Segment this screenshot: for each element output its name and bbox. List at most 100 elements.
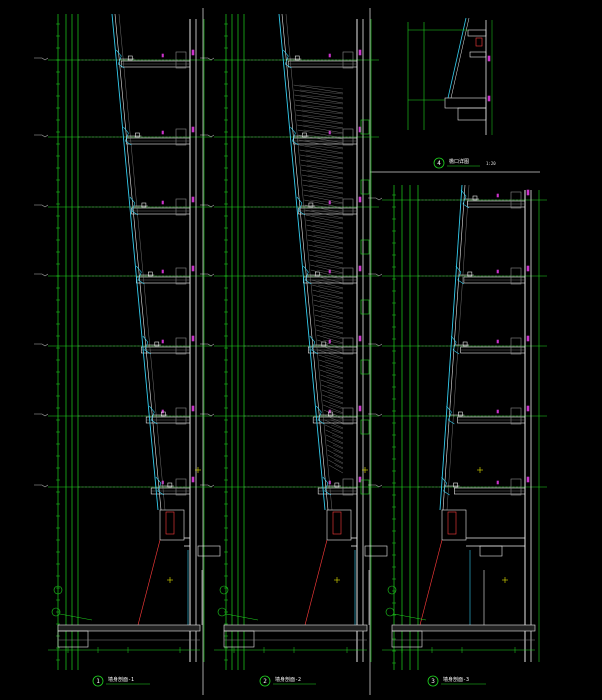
anchor-plate bbox=[458, 411, 463, 417]
hatch-line bbox=[313, 239, 344, 245]
window-box bbox=[360, 359, 370, 375]
level-marker bbox=[41, 134, 49, 138]
hatch-line bbox=[325, 424, 344, 434]
hatch-line bbox=[326, 379, 344, 385]
annotation-mark bbox=[358, 476, 362, 483]
ground-slab bbox=[57, 624, 201, 632]
hatch-line bbox=[325, 429, 344, 439]
level-marker bbox=[207, 134, 215, 138]
annotation-mark bbox=[161, 130, 164, 135]
level-marker bbox=[207, 57, 215, 61]
hatch-line bbox=[317, 344, 344, 354]
hatch-line bbox=[327, 384, 344, 390]
hatch-line bbox=[331, 429, 344, 435]
level-marker bbox=[41, 57, 49, 61]
annotation-mark bbox=[526, 335, 530, 342]
hatch-line bbox=[309, 194, 344, 200]
floor-slab bbox=[469, 51, 487, 58]
hatch-line bbox=[316, 264, 344, 270]
hatch-line bbox=[307, 234, 344, 244]
hatch-line bbox=[303, 189, 344, 199]
beam-section bbox=[342, 407, 354, 425]
beam-section bbox=[342, 128, 354, 146]
hatch-line bbox=[312, 224, 344, 230]
beam-section bbox=[510, 267, 522, 285]
hatch-line bbox=[320, 314, 344, 320]
wall-section-2 bbox=[200, 13, 388, 670]
hatch-line bbox=[302, 119, 344, 125]
parapet-detail bbox=[332, 511, 342, 535]
detail-number-4: 4 bbox=[437, 160, 441, 167]
annotation-mark bbox=[328, 269, 331, 274]
annotation-mark bbox=[496, 193, 499, 198]
hatch-line bbox=[311, 274, 344, 284]
beam-section bbox=[510, 478, 522, 496]
level-marker bbox=[375, 484, 383, 488]
anchor-plate bbox=[327, 411, 333, 417]
detail-caption-3: 墙身剖面-3 bbox=[443, 676, 469, 683]
mullion-bracket bbox=[309, 335, 318, 355]
annotation-mark bbox=[496, 409, 499, 414]
hatch-line bbox=[313, 299, 344, 309]
annotation-mark bbox=[496, 480, 499, 485]
hatch-line bbox=[317, 339, 344, 349]
annotation-mark bbox=[526, 265, 530, 272]
hatch-line bbox=[328, 459, 344, 469]
anchor-plate bbox=[462, 341, 468, 347]
hatch-line bbox=[294, 89, 344, 99]
hatch-line bbox=[334, 459, 344, 465]
panel-separators bbox=[202, 8, 540, 695]
podium-beam bbox=[364, 545, 388, 557]
hatch-line bbox=[306, 164, 344, 170]
annotation-mark bbox=[191, 126, 195, 133]
level-marker bbox=[41, 204, 49, 208]
hatch-line bbox=[304, 204, 344, 214]
hatch-line bbox=[319, 359, 344, 369]
annotation-mark bbox=[191, 476, 195, 483]
anchor-plate bbox=[314, 271, 320, 277]
hatch-line bbox=[308, 179, 344, 185]
parapet-detail bbox=[475, 37, 483, 47]
callout-circle bbox=[387, 585, 397, 595]
detail-scale-4: 1:20 bbox=[486, 161, 496, 166]
beam-section bbox=[342, 478, 354, 496]
annotation-mark bbox=[487, 95, 491, 102]
hatch-line bbox=[324, 349, 344, 355]
hatch-line bbox=[300, 89, 344, 95]
hatch-line bbox=[323, 409, 344, 419]
window-box bbox=[360, 239, 370, 255]
hatch-line bbox=[309, 189, 344, 195]
annotation-mark bbox=[191, 265, 195, 272]
hatch-line bbox=[313, 294, 344, 304]
mullion-bracket bbox=[441, 476, 450, 496]
podium-beam bbox=[457, 107, 487, 121]
mullion-bracket bbox=[455, 265, 465, 285]
annotation-mark bbox=[358, 265, 362, 272]
level-marker bbox=[41, 343, 49, 347]
hatch-line bbox=[319, 304, 344, 310]
curtain-wall-inner bbox=[281, 13, 329, 511]
hatch-line bbox=[314, 249, 344, 255]
hatch-line bbox=[314, 314, 344, 324]
hatch-line bbox=[304, 139, 344, 145]
hatch-line bbox=[328, 464, 344, 474]
hatch-line bbox=[306, 154, 344, 160]
hatch-line bbox=[328, 399, 344, 405]
mullion-bracket bbox=[446, 405, 455, 425]
hatch-line bbox=[306, 224, 344, 234]
beam-section bbox=[175, 407, 187, 425]
hatch-line bbox=[334, 464, 344, 470]
hatch-line bbox=[312, 284, 344, 294]
hatch-line bbox=[317, 279, 344, 285]
anchor-plate bbox=[294, 55, 300, 61]
callout-circle bbox=[51, 607, 61, 617]
ground-slab bbox=[391, 624, 536, 632]
window-box bbox=[360, 299, 370, 315]
detail-callout-2: 2 墙身剖面-2 bbox=[259, 675, 316, 687]
window-box bbox=[360, 119, 370, 135]
annotation-mark bbox=[161, 269, 164, 274]
annotation-mark bbox=[328, 53, 331, 58]
window-box bbox=[360, 179, 370, 195]
hatch-line bbox=[294, 94, 344, 104]
hatch-line bbox=[315, 324, 344, 334]
